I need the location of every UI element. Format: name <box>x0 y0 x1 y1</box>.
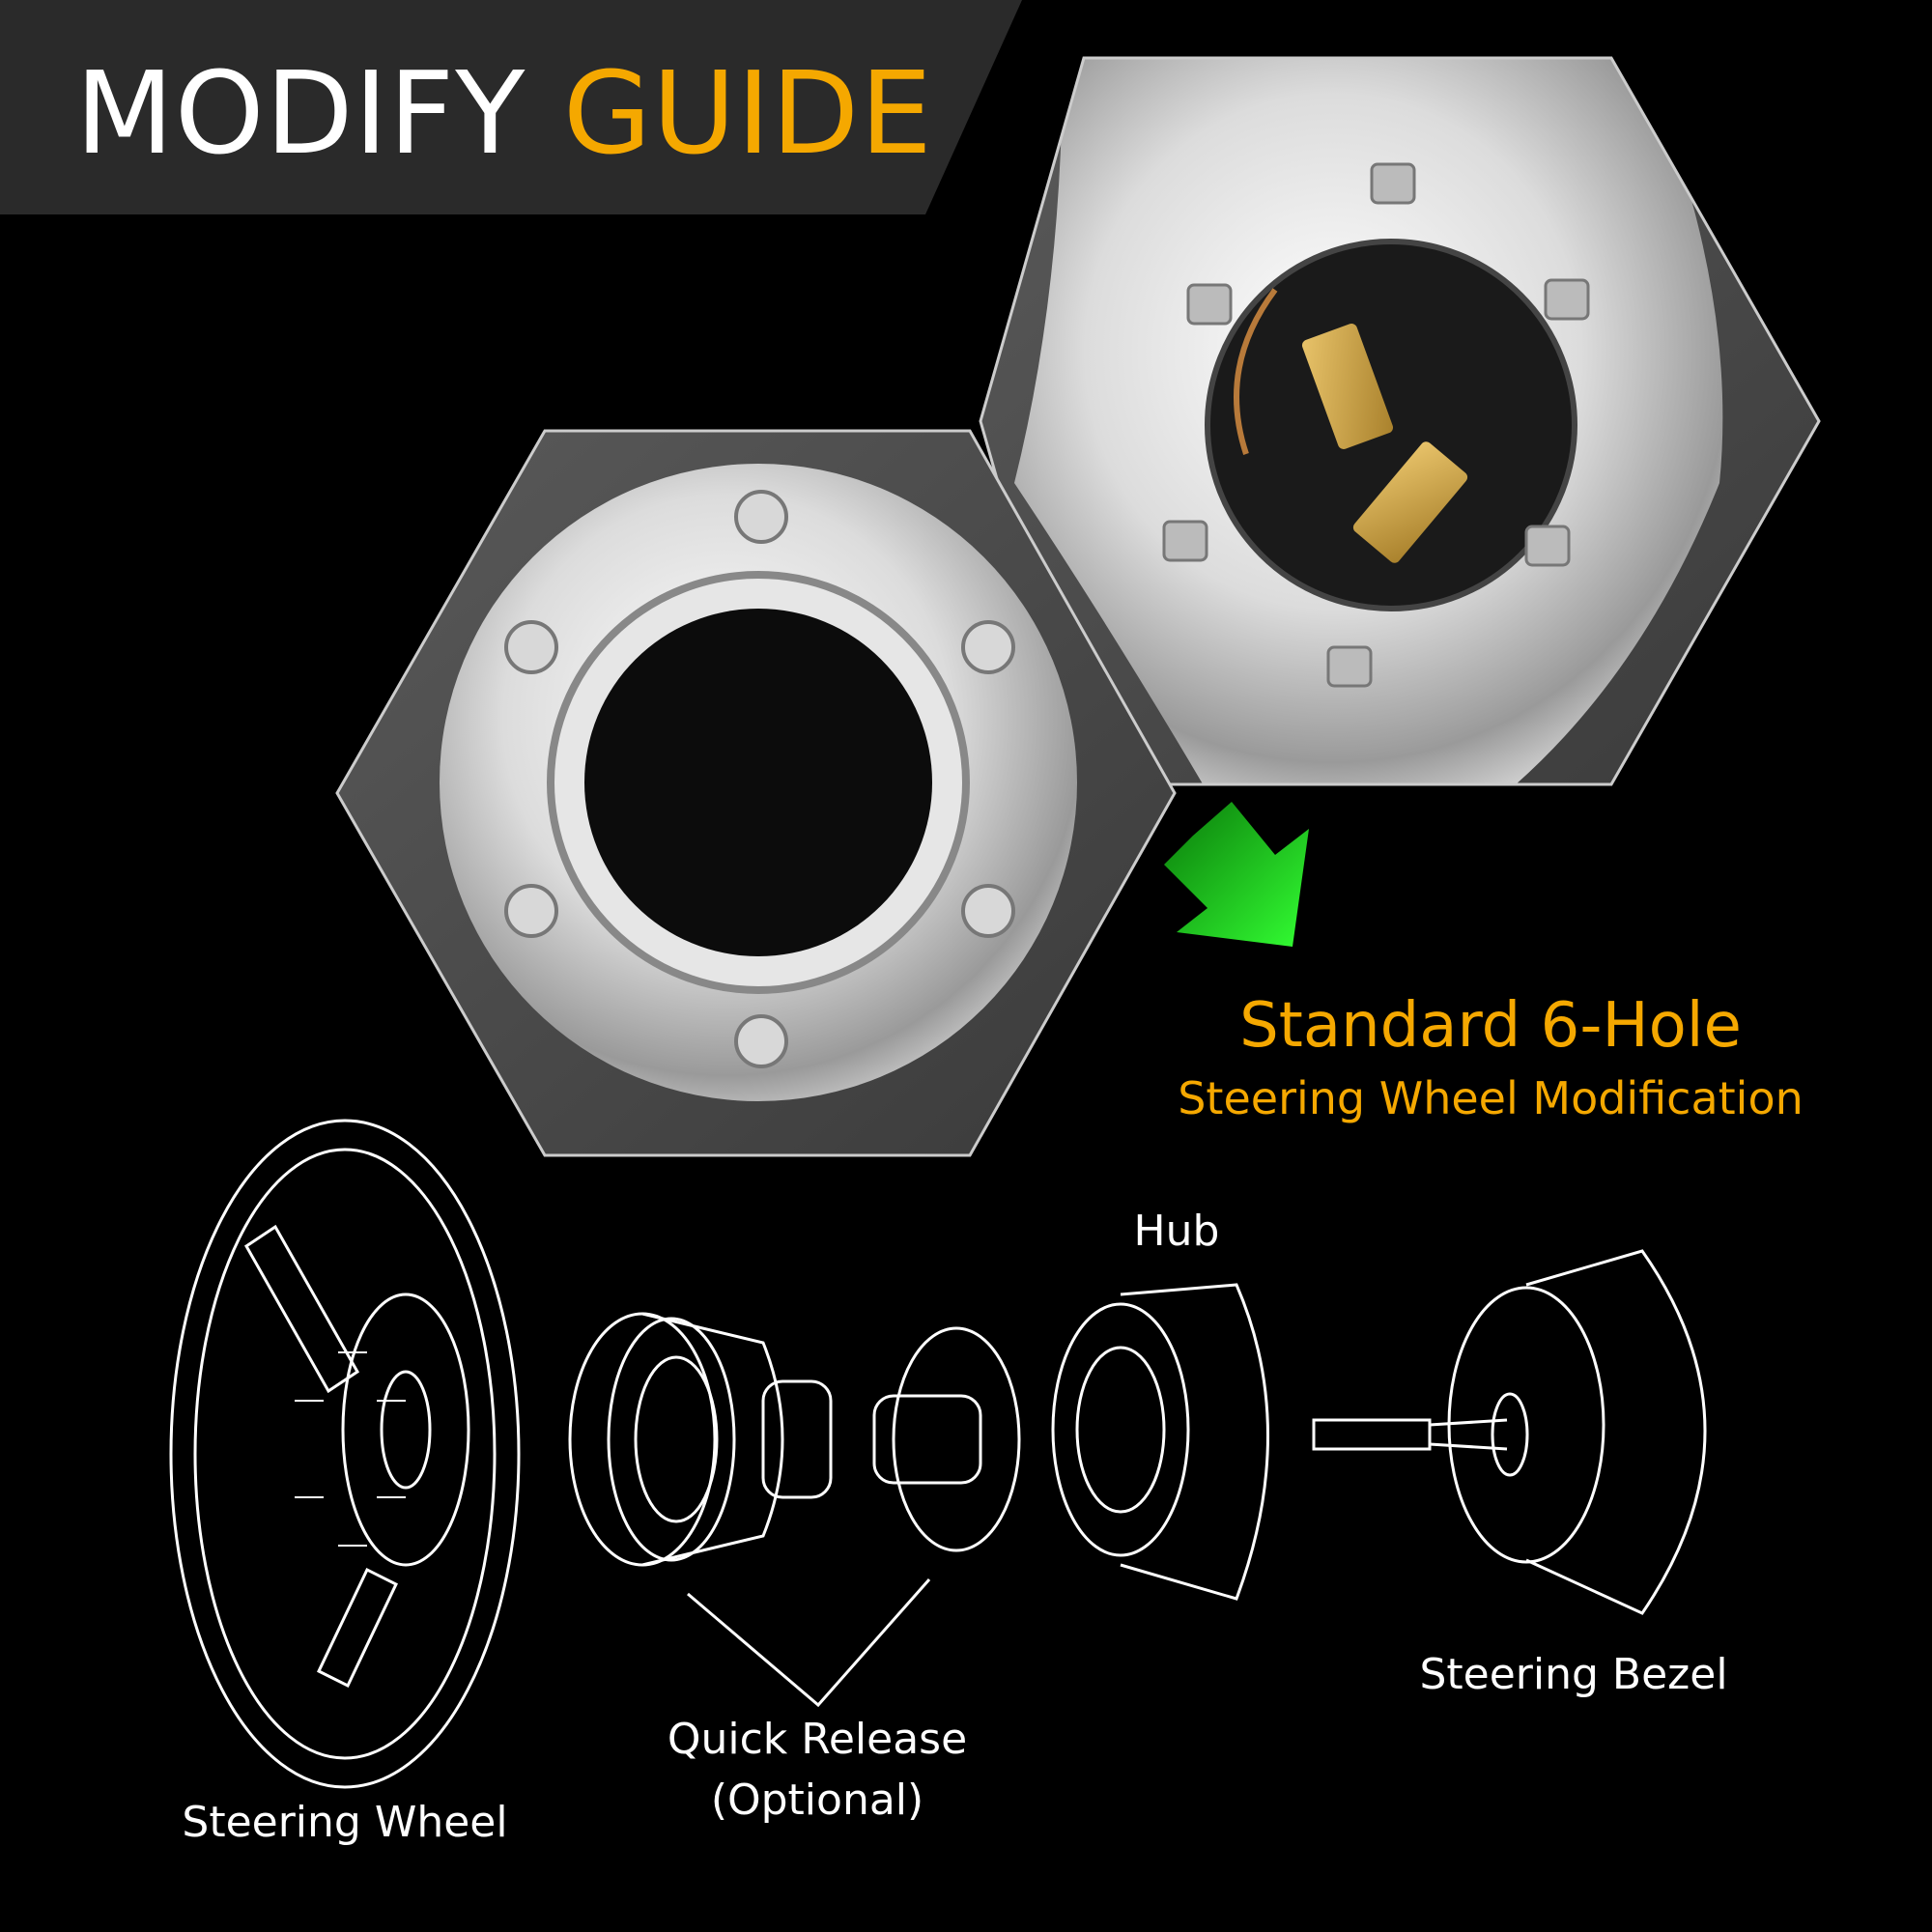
diagram-quick-release <box>568 1312 1021 1567</box>
title-white-text: MODIFY <box>75 46 526 180</box>
exploded-diagram <box>169 1119 1707 1789</box>
arrow-down-right-icon <box>1164 802 1309 947</box>
label-hub: Hub <box>1133 1207 1220 1256</box>
title-accent-text: GUIDE <box>562 46 933 180</box>
label-steering-bezel: Steering Bezel <box>1419 1650 1728 1699</box>
label-quick-release: Quick Release <box>667 1715 968 1764</box>
diagram-steering-wheel <box>169 1119 521 1789</box>
diagram-hub <box>1051 1283 1508 1601</box>
label-steering-wheel: Steering Wheel <box>182 1798 508 1847</box>
label-optional: (Optional) <box>710 1776 924 1825</box>
title-banner <box>0 0 1022 214</box>
diagram-steering-bezel <box>1447 1249 1707 1615</box>
page-title: MODIFY GUIDE <box>75 46 933 180</box>
heading-main: Standard 6-Hole <box>1239 990 1742 1062</box>
heading-sub: Steering Wheel Modification <box>1178 1072 1804 1124</box>
